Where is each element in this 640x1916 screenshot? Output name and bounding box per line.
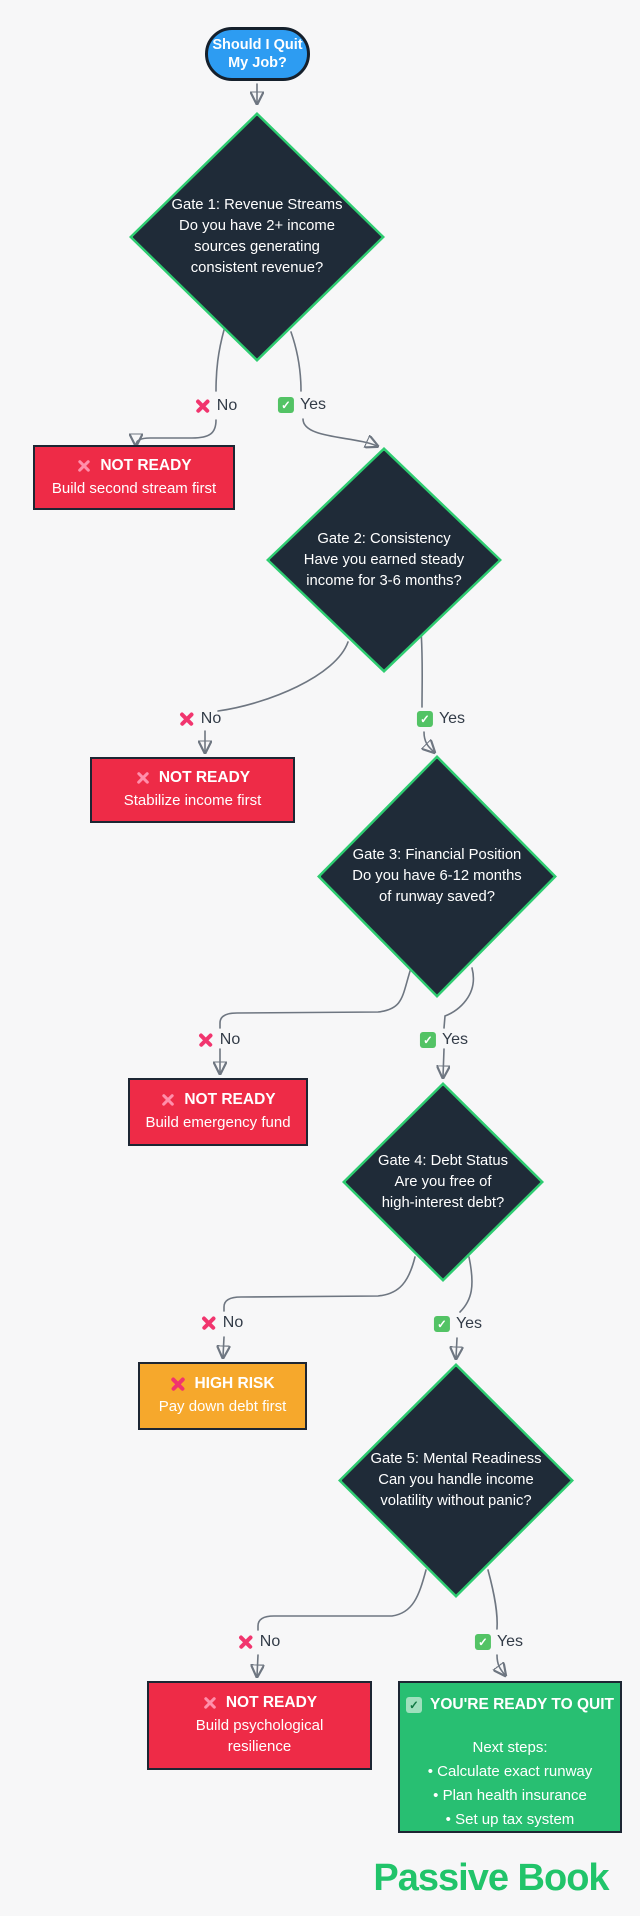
- no-text: No: [200, 710, 222, 727]
- checkbox-icon: ✓: [419, 1032, 436, 1048]
- yes-text: Yes: [496, 1633, 524, 1650]
- checkbox-icon: ✓: [277, 397, 294, 413]
- no-text: No: [259, 1633, 281, 1650]
- edge-gate1-yes-b: [302, 418, 377, 446]
- edge-gate2-yes-a: [420, 629, 424, 708]
- outcome-subtitle: Build emergency fund: [145, 1114, 291, 1131]
- outcome-title: NOT READY: [202, 1694, 317, 1712]
- edge-gate4-no-b: [223, 1336, 224, 1357]
- edge-gate2-no-a: [217, 641, 349, 712]
- gate5-text: Gate 5: Mental Readiness Can you handle …: [370, 1451, 542, 1509]
- edge-gate1-no-b: [136, 419, 217, 445]
- edge-gate5-yes-a: [487, 1569, 498, 1630]
- gate2-no-label: No: [179, 710, 221, 728]
- edge-gate5-yes-b: [497, 1654, 505, 1675]
- cross-icon: [135, 770, 151, 786]
- gate2-text: Gate 2: Consistency Have you earned stea…: [303, 530, 465, 589]
- outcome-not-ready-2: NOT READY Stabilize income first: [90, 757, 295, 823]
- outcome-subtitle: Build second stream first: [51, 479, 217, 497]
- outcome-subtitle: Stabilize income first: [123, 792, 262, 809]
- cross-icon: [238, 1634, 254, 1650]
- gate4-text: Gate 4: Debt Status Are you free of high…: [378, 1152, 508, 1211]
- edge-gate5-no-b: [257, 1654, 258, 1676]
- gate1-yes-label: ✓ Yes: [277, 396, 327, 414]
- gate3-text: Gate 3: Financial Position Do you have 6…: [352, 847, 522, 905]
- cross-icon: [179, 711, 195, 727]
- outcome-title-text: NOT READY: [158, 769, 251, 786]
- brand-logo: Passive Book: [373, 1857, 609, 1899]
- no-text: No: [216, 397, 238, 414]
- gate3-yes-label: ✓ Yes: [419, 1031, 469, 1049]
- success-step: • Set up tax system: [445, 1811, 575, 1828]
- outcome-not-ready-1: NOT READY Build second stream first: [33, 445, 235, 510]
- outcome-subtitle: Build psychological resilience: [195, 1717, 324, 1755]
- outcome-title-text: NOT READY: [100, 456, 192, 474]
- outcome-subtitle: Pay down debt first: [158, 1398, 287, 1415]
- cross-icon: [160, 1092, 176, 1108]
- outcome-title: ✓ YOU'RE READY TO QUIT: [406, 1696, 614, 1714]
- outcome-title-text: NOT READY: [184, 1091, 276, 1108]
- gate3-diamond: Gate 3: Financial Position Do you have 6…: [317, 755, 557, 998]
- edge-gate2-yes-b: [424, 731, 434, 752]
- outcome-title-text: NOT READY: [225, 1694, 318, 1711]
- edge-gate4-yes-a: [459, 1256, 473, 1313]
- edge-gate1-yes-a: [290, 331, 302, 392]
- outcome-success: ✓ YOU'RE READY TO QUIT Next steps: • Cal…: [398, 1681, 622, 1833]
- edge-gate3-no-a: [219, 967, 412, 1029]
- gate1-text: Gate 1: Revenue Streams Do you have 2+ i…: [171, 197, 343, 276]
- checkbox-icon: ✓: [406, 1697, 422, 1713]
- cross-icon: [198, 1032, 214, 1048]
- cross-icon: [76, 458, 92, 474]
- outcome-high-risk: HIGH RISK Pay down debt first: [138, 1362, 307, 1430]
- outcome-not-ready-5: NOT READY Build psychological resilience: [147, 1681, 372, 1770]
- outcome-title: HIGH RISK: [170, 1375, 274, 1393]
- cross-icon: [201, 1315, 217, 1331]
- cross-icon: [202, 1695, 218, 1711]
- cross-icon: [170, 1376, 186, 1392]
- outcome-not-ready-3: NOT READY Build emergency fund: [128, 1078, 308, 1146]
- gate4-no-label: No: [201, 1314, 243, 1332]
- gate5-diamond: Gate 5: Mental Readiness Can you handle …: [338, 1363, 574, 1598]
- gate2-yes-label: ✓ Yes: [416, 710, 466, 728]
- outcome-title-text: YOU'RE READY TO QUIT: [430, 1696, 614, 1713]
- yes-text: Yes: [438, 710, 466, 727]
- checkbox-icon: ✓: [416, 711, 433, 727]
- gate1-diamond: Gate 1: Revenue Streams Do you have 2+ i…: [129, 112, 385, 362]
- outcome-title-text: HIGH RISK: [194, 1375, 275, 1392]
- cross-icon: [195, 398, 211, 414]
- gate3-no-label: No: [198, 1031, 240, 1049]
- gate1-no-label: No: [195, 397, 237, 415]
- edge-gate3-yes-a: [443, 967, 475, 1029]
- no-text: No: [222, 1314, 244, 1331]
- gate5-yes-label: ✓ Yes: [474, 1633, 524, 1651]
- outcome-title: NOT READY: [135, 769, 250, 787]
- yes-text: Yes: [299, 396, 327, 413]
- no-text: No: [219, 1031, 241, 1048]
- outcome-title: NOT READY: [76, 457, 191, 475]
- gate2-diamond: Gate 2: Consistency Have you earned stea…: [266, 447, 502, 673]
- yes-text: Yes: [441, 1031, 469, 1048]
- yes-text: Yes: [455, 1315, 483, 1332]
- checkbox-icon: ✓: [474, 1634, 491, 1650]
- edge-gate5-no-a: [257, 1569, 427, 1631]
- edge-gate4-yes-b: [456, 1337, 457, 1358]
- success-steps-heading: Next steps:: [472, 1739, 548, 1756]
- gate5-no-label: No: [238, 1633, 280, 1651]
- success-step: • Plan health insurance: [433, 1787, 587, 1804]
- gate4-yes-label: ✓ Yes: [433, 1315, 483, 1333]
- success-step: • Calculate exact runway: [427, 1763, 593, 1780]
- edge-gate1-no-a: [215, 329, 225, 392]
- edge-gate4-no-a: [223, 1256, 416, 1312]
- outcome-title: NOT READY: [160, 1091, 275, 1109]
- edge-gate3-yes-b: [443, 1048, 444, 1077]
- checkbox-icon: ✓: [433, 1316, 450, 1332]
- gate4-diamond: Gate 4: Debt Status Are you free of high…: [342, 1082, 544, 1282]
- start-node: Should I Quit My Job?: [205, 27, 310, 81]
